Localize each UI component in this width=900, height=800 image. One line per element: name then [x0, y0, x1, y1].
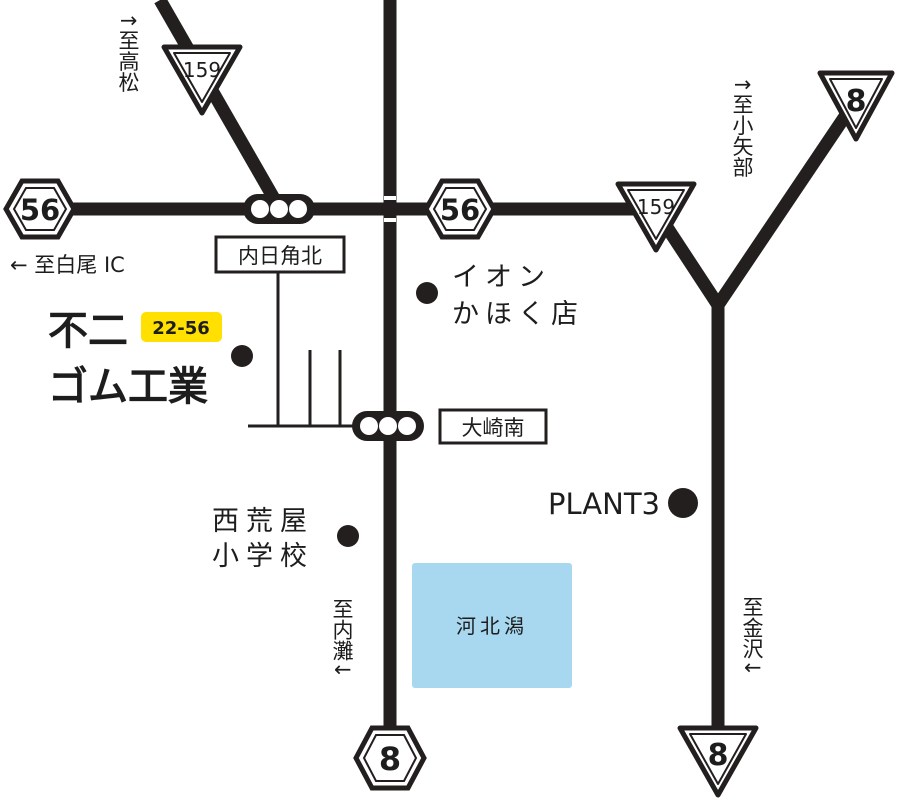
signal-uchihizume-kita	[243, 194, 315, 224]
company-name-line2: ゴム工業	[48, 364, 208, 410]
svg-text:159: 159	[183, 58, 221, 82]
direction-shiroo-ic: ← 至白尾 IC	[10, 253, 125, 277]
route-56-shield-left: 56	[3, 178, 77, 240]
lake-label: 河北潟	[456, 614, 528, 638]
lake-kahokugata	[412, 563, 572, 688]
school-label-line1: 西荒屋	[212, 506, 314, 537]
plant3-label: PLANT3	[548, 487, 660, 521]
svg-text:8: 8	[708, 738, 729, 773]
route-56-shield-center: 56	[423, 178, 497, 240]
aeon-label-line2: かほく店	[452, 299, 584, 330]
direction-komatsu: ↑至小矢部	[730, 76, 754, 178]
company-name-line1: 不二	[48, 308, 128, 354]
direction-uchinada: 至内灘↓	[330, 598, 354, 679]
svg-text:8: 8	[379, 740, 401, 778]
school-marker	[337, 525, 359, 547]
overpass-gap	[384, 218, 396, 222]
svg-text:56: 56	[440, 193, 480, 227]
plant3-marker	[668, 488, 698, 518]
route-159-shield-right: 159	[615, 181, 697, 253]
svg-text:8: 8	[846, 84, 867, 119]
intersection-label-uchihizume-kita: 内日角北	[238, 244, 322, 268]
route-8-road-upper	[712, 93, 864, 309]
intersection-box-uchihizume-kita: 内日角北	[214, 235, 346, 274]
route-159-road-upper	[154, 0, 286, 213]
route-159-shield-top: 159	[161, 44, 243, 116]
direction-takamatsu: ↑至高松	[116, 12, 140, 93]
intersection-label-osaki-minami: 大崎南	[462, 416, 525, 440]
company-badge	[141, 312, 222, 342]
route-8-shield-top-right: 8	[817, 70, 895, 142]
signal-osaki-minami	[352, 411, 424, 441]
intersection-box-osaki-minami: 大崎南	[438, 408, 548, 445]
svg-text:56: 56	[20, 193, 60, 227]
direction-kanazawa: 至金沢↓	[740, 596, 764, 677]
school-label-line2: 小学校	[212, 541, 314, 572]
route-8-shield-bottom-right: 8	[677, 725, 759, 798]
route-8-shield-bottom-center: 8	[353, 725, 427, 791]
aeon-marker	[416, 282, 438, 304]
aeon-label-line1: イオン	[452, 262, 551, 293]
company-badge-text: 22-56	[152, 318, 210, 339]
overpass-gap	[384, 196, 396, 200]
roads	[40, 0, 864, 745]
svg-text:159: 159	[637, 195, 675, 219]
company-marker	[231, 345, 253, 367]
